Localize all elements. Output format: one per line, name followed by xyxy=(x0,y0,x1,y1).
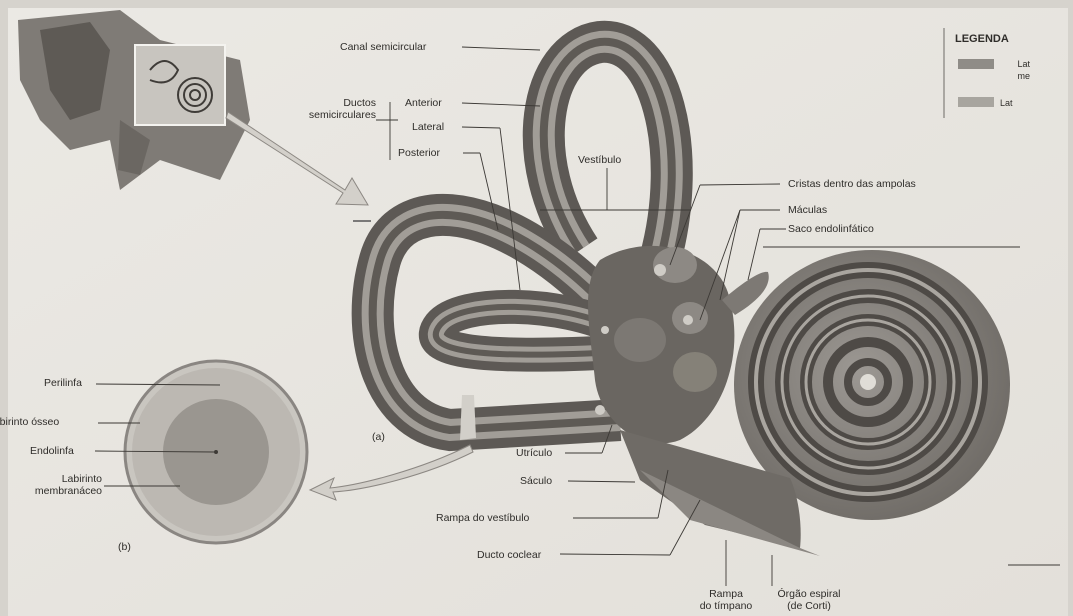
legend-swatch xyxy=(958,97,994,107)
legend-item-2-label: Lat xyxy=(1000,97,1013,109)
label-endolinfa: Endolinfa xyxy=(30,445,74,457)
label-ductos-semicirculares: Ductos semicirculares xyxy=(286,97,376,121)
label-perilinfa: Perilinfa xyxy=(44,377,82,389)
label-saculo: Sáculo xyxy=(520,475,552,487)
label-labirinto-membranaceo: Labirinto membranáceo xyxy=(0,473,102,497)
label-orgao-espiral: Órgão espiral (de Corti) xyxy=(762,588,856,612)
legend-item-1-label: Lat me xyxy=(1000,58,1030,82)
label-utriculo: Utrículo xyxy=(516,447,552,459)
label-vestibulo: Vestíbulo xyxy=(578,154,621,166)
label-saco-endolinfatico: Saco endolinfático xyxy=(788,223,874,235)
label-cristas: Cristas dentro das ampolas xyxy=(788,178,916,190)
label-canal-semicircular: Canal semicircular xyxy=(340,41,426,53)
label-ducto-coclear: Ducto coclear xyxy=(477,549,541,561)
label-panel-b: (b) xyxy=(118,541,131,553)
arrow-stem xyxy=(460,395,476,440)
label-panel-a: (a) xyxy=(372,431,385,443)
label-labirinto-osseo: Labirinto ósseo xyxy=(0,416,59,428)
legend-swatch xyxy=(958,59,994,69)
label-rampa-vestibulo: Rampa do vestíbulo xyxy=(436,512,529,524)
label-maculas: Máculas xyxy=(788,204,827,216)
inset-frame xyxy=(135,45,225,125)
legend-title: LEGENDA xyxy=(955,33,1009,45)
label-anterior: Anterior xyxy=(405,97,442,109)
label-posterior: Posterior xyxy=(398,147,440,159)
cross-section-b xyxy=(125,361,307,543)
label-rampa-timpano: Rampa do tímpano xyxy=(684,588,768,612)
label-lateral: Lateral xyxy=(412,121,444,133)
